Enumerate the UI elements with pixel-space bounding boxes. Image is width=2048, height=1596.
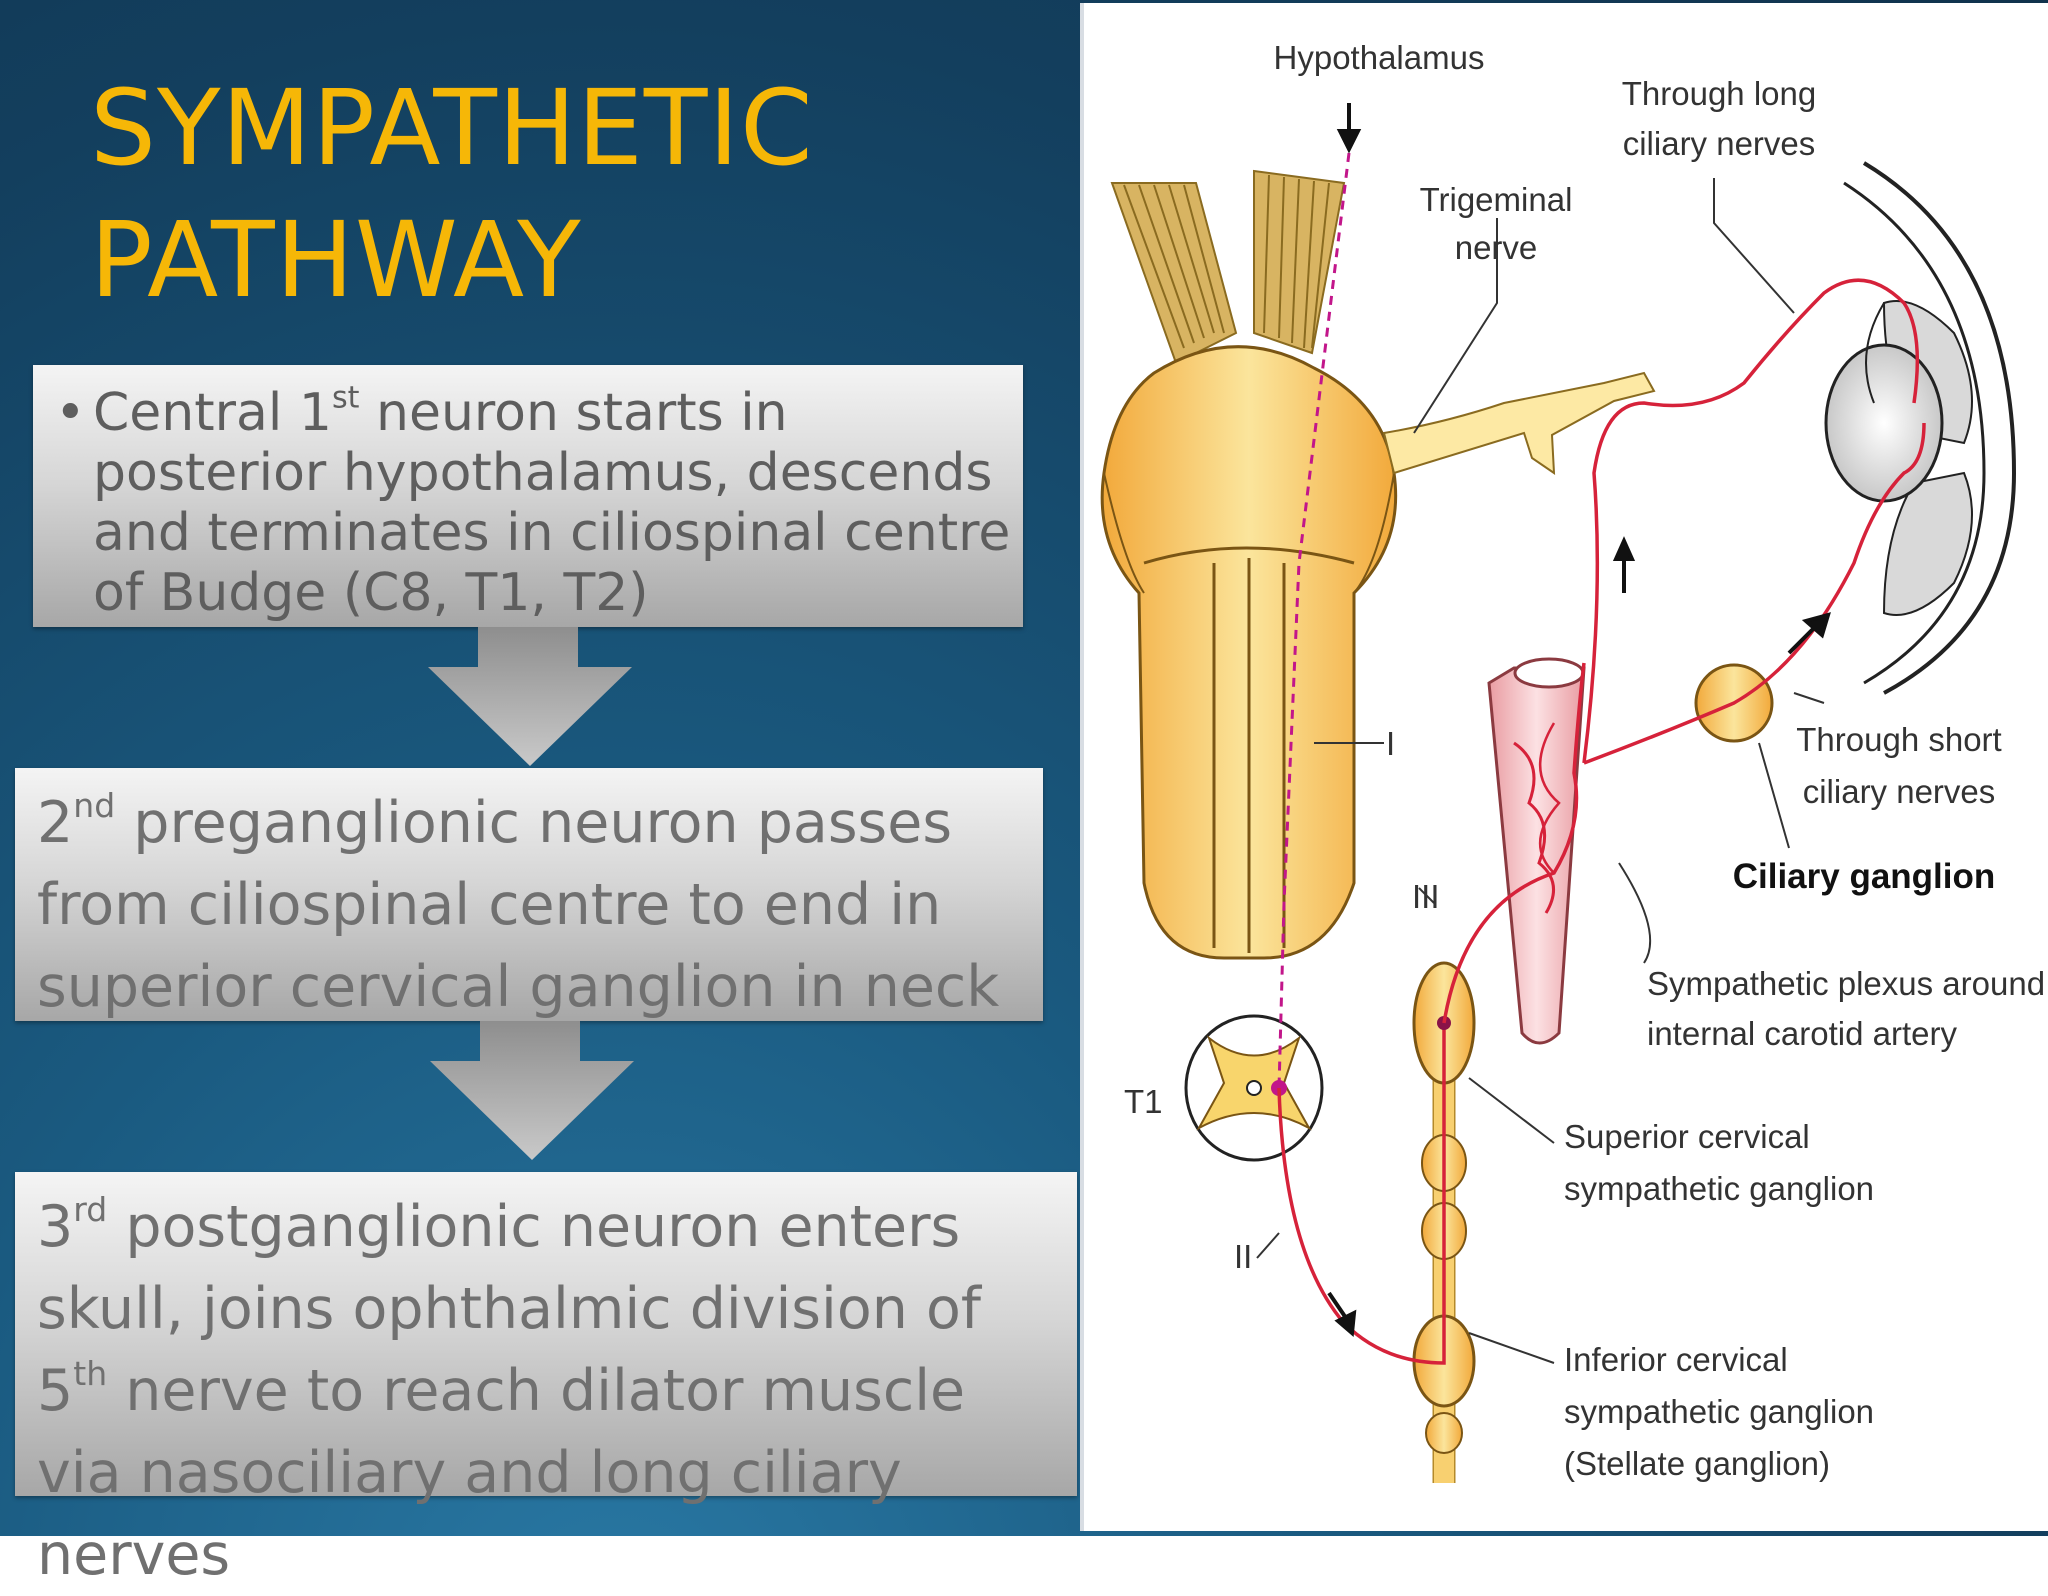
label-sup-cervical-1: Superior cervical (1564, 1118, 1810, 1155)
internal-carotid-artery (1487, 657, 1586, 1045)
label-inf-cervical-2: sympathetic ganglion (1564, 1393, 1874, 1430)
trigeminal-nerve (1382, 371, 1656, 475)
bullet-marker: • (55, 383, 86, 443)
step-3-box: 3rd postganglionic neuron enters skull, … (15, 1172, 1077, 1588)
step-1-ordinal: st (331, 380, 360, 416)
diagram-svg: Hypothalamus Through long ciliary nerves… (1100, 39, 2045, 1483)
label-inf-cervical-1: Inferior cervical (1564, 1341, 1788, 1378)
title-line-1: SYMPATHETIC (90, 67, 814, 189)
direction-arrows (1327, 103, 1831, 1338)
step-3-text: 3rd postganglionic neuron enters skull, … (37, 1186, 1067, 1596)
step-2-text: 2nd preganglionic neuron passes from cil… (37, 782, 1067, 1028)
step-3-text-mid: postganglionic neuron enters skull, join… (37, 1194, 981, 1424)
label-trigeminal-1: Trigeminal (1420, 181, 1573, 218)
title-line-2: PATHWAY (90, 199, 582, 321)
label-ciliary-ganglion: Ciliary ganglion (1733, 857, 1996, 896)
label-plexus-1: Sympathetic plexus around (1647, 965, 2045, 1002)
label-neuron-i: I (1386, 725, 1395, 762)
step-2-text-post: preganglionic neuron passes from ciliosp… (37, 790, 1000, 1020)
step-3-text-post: nerve to reach dilator muscle via nasoci… (37, 1358, 966, 1588)
step-1-box: • Central 1st neuron starts in posterior… (33, 365, 1023, 627)
step-1-text-post: neuron starts in posterior hypothalamus,… (93, 383, 1011, 623)
cerebral-peduncles (1110, 169, 1346, 365)
step-2-box: 2nd preganglionic neuron passes from cil… (15, 768, 1043, 1021)
label-leader-lines (1256, 178, 1825, 1364)
label-plexus-2: internal carotid artery (1647, 1015, 1957, 1052)
brainstem (1100, 345, 1398, 960)
step-3-text-pre: 3 (37, 1194, 74, 1260)
step-2-text-pre: 2 (37, 790, 74, 856)
label-trigeminal-2: nerve (1455, 229, 1538, 266)
sympathetic-pathway-diagram: Hypothalamus Through long ciliary nerves… (1080, 3, 2048, 1531)
step-3-ordinal-2: th (73, 1354, 108, 1394)
label-inf-cervical-3: (Stellate ganglion) (1564, 1445, 1830, 1482)
step-1-text-pre: Central 1 (93, 383, 332, 443)
preganglionic-neuron (1277, 1023, 1446, 1365)
down-arrow-2 (430, 1021, 634, 1160)
down-arrow-1 (428, 627, 632, 766)
slide-title: SYMPATHETIC PATHWAY (90, 62, 990, 326)
step-1-text: Central 1st neuron starts in posterior h… (93, 383, 1013, 623)
label-neuron-ii: II (1234, 1238, 1252, 1275)
label-long-ciliary-2: ciliary nerves (1623, 125, 1816, 162)
label-short-ciliary-2: ciliary nerves (1803, 773, 1996, 810)
label-neuron-iii: III (1412, 878, 1440, 915)
label-short-ciliary-1: Through short (1796, 721, 2001, 758)
label-t1: T1 (1124, 1083, 1163, 1120)
label-hypothalamus: Hypothalamus (1274, 39, 1485, 76)
step-3-ordinal: rd (73, 1190, 108, 1230)
step-2-ordinal: nd (73, 786, 116, 826)
label-sup-cervical-2: sympathetic ganglion (1564, 1170, 1874, 1207)
spinal-cord-t1 (1184, 1014, 1324, 1162)
postganglionic-neuron (1442, 278, 1926, 1024)
label-long-ciliary-1: Through long (1622, 75, 1816, 112)
central-neuron-tract (1277, 152, 1351, 1089)
eye (1824, 161, 2017, 695)
